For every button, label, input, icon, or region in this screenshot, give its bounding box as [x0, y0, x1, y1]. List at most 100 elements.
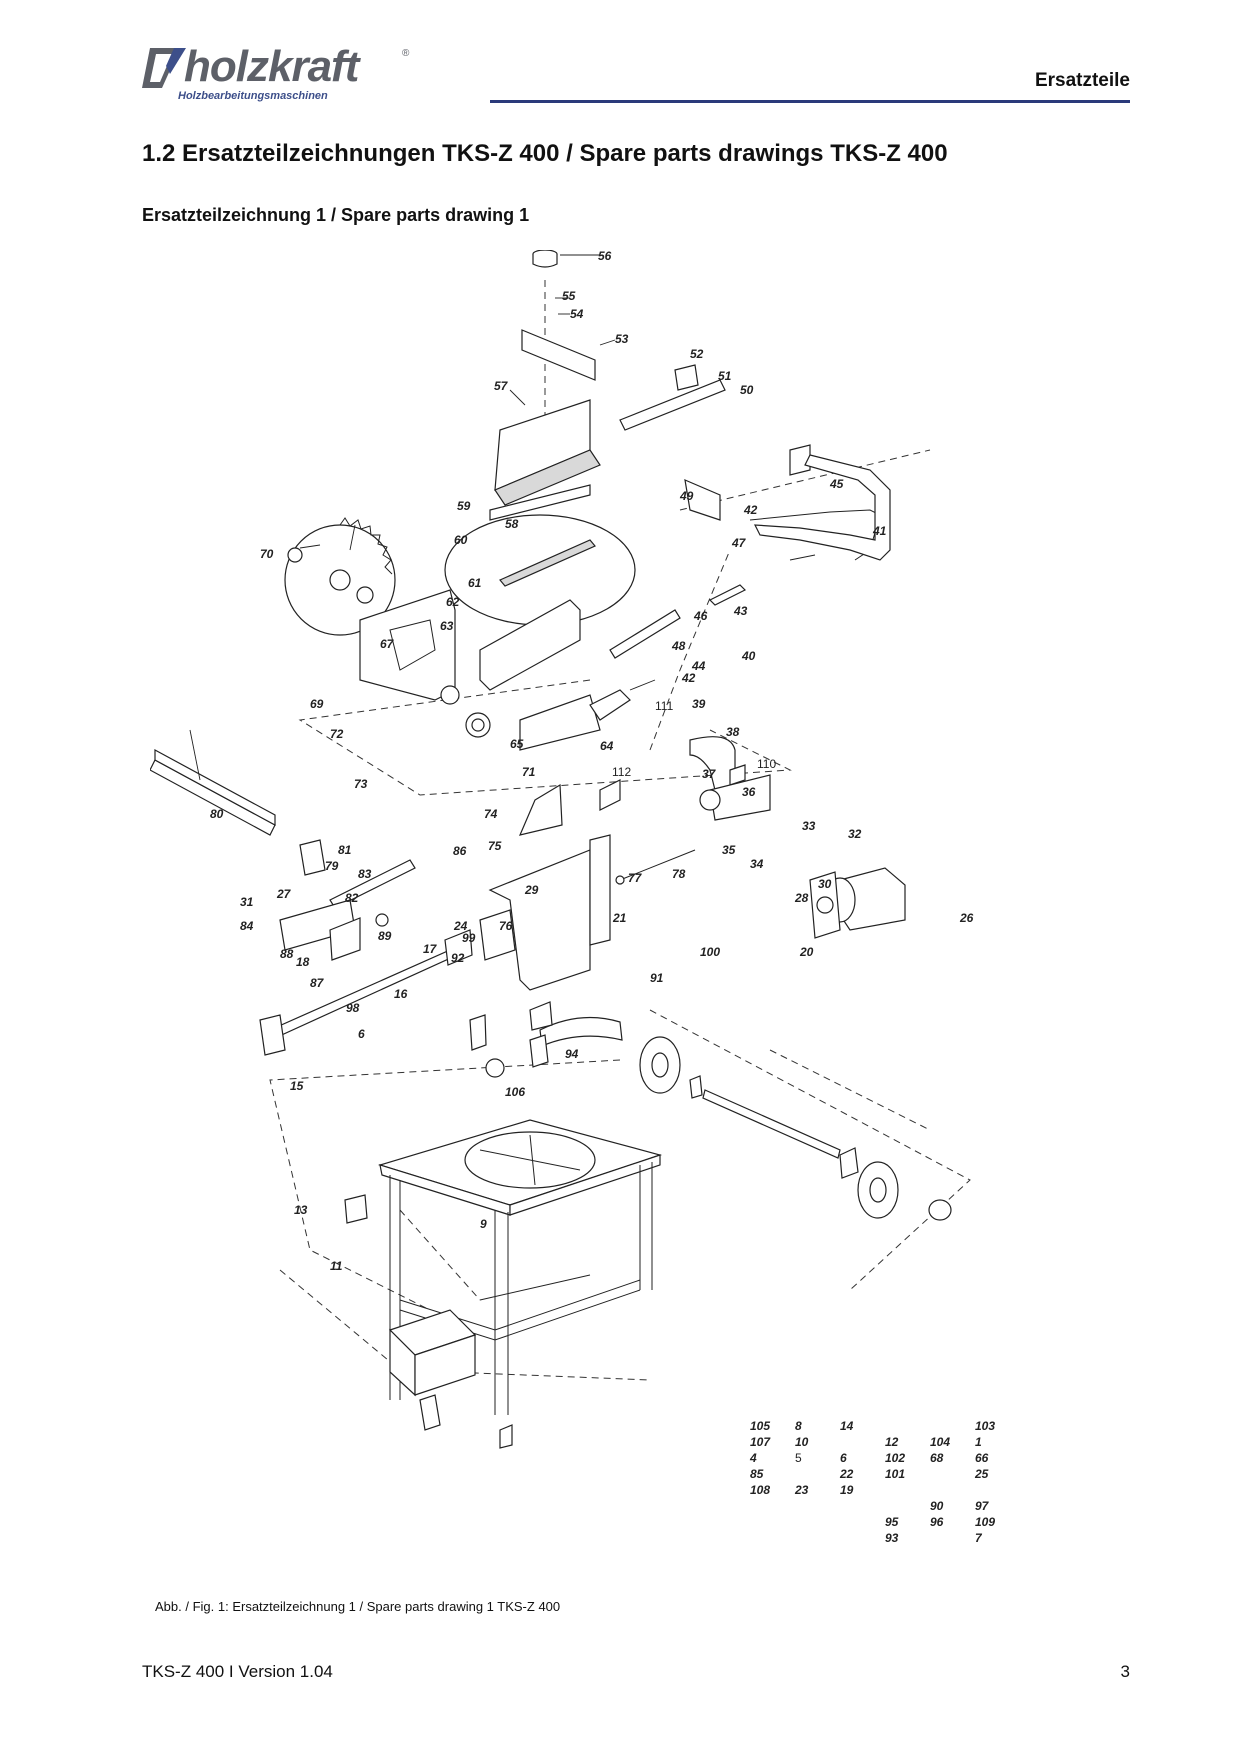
part-label: 70: [260, 547, 274, 561]
part-label: 92: [451, 951, 465, 965]
page-number: 3: [1120, 1662, 1130, 1681]
part-label: 108: [750, 1483, 770, 1497]
footer-document: TKS-Z 400 I Version 1.04: [142, 1662, 333, 1681]
part-label: 67: [380, 637, 395, 651]
part-label: 6: [840, 1451, 847, 1465]
part-label: 80: [210, 807, 224, 821]
part-label: 9: [480, 1217, 487, 1231]
part-label: 65: [510, 737, 524, 751]
part-label: 25: [974, 1467, 989, 1481]
part-label: 13: [294, 1203, 308, 1217]
part-label: 1: [975, 1435, 982, 1449]
part-label: 109: [975, 1515, 995, 1529]
part-label: 58: [505, 517, 519, 531]
part-label: 59: [457, 499, 471, 513]
part-label: 52: [690, 347, 704, 361]
part-label: 19: [840, 1483, 854, 1497]
part-label: 53: [615, 332, 629, 346]
part-label: 93: [885, 1531, 899, 1545]
part-label: 47: [731, 536, 747, 550]
part-label: 17: [423, 942, 438, 956]
holzkraft-logo-icon: [142, 48, 186, 88]
part-label: 72: [330, 727, 344, 741]
part-label: 74: [484, 807, 498, 821]
part-label: 57: [494, 379, 509, 393]
part-label: 63: [440, 619, 454, 633]
part-label: 24: [453, 919, 468, 933]
part-label: 96: [930, 1515, 944, 1529]
part-label: 97: [975, 1499, 990, 1513]
part-label: 39: [692, 697, 706, 711]
part-label: 44: [691, 659, 706, 673]
drawing-title: Ersatzteilzeichnung 1 / Spare parts draw…: [142, 205, 530, 225]
part-label: 6: [358, 1027, 365, 1041]
part-label: 88: [280, 947, 294, 961]
part-label: 71: [522, 765, 536, 779]
part-label: 43: [733, 604, 748, 618]
part-label: 22: [839, 1467, 854, 1481]
part-label: 30: [818, 877, 832, 891]
part-label: 27: [276, 887, 292, 901]
part-label: 75: [488, 839, 502, 853]
part-label: 33: [802, 819, 816, 833]
brand-name: holzkraft: [184, 42, 359, 91]
part-label: 79: [325, 859, 339, 873]
part-label: 26: [959, 911, 974, 925]
part-label: 12: [885, 1435, 899, 1449]
part-label: 61: [468, 576, 482, 590]
brand-logo: holzkraft ® Holzbearbeitungsmaschinen: [140, 42, 420, 106]
part-label: 62: [446, 595, 460, 609]
part-label: 111: [655, 699, 674, 713]
part-label: 91: [650, 971, 664, 985]
part-label: 86: [453, 844, 467, 858]
figure-caption: Abb. / Fig. 1: Ersatzteilzeichnung 1 / S…: [155, 1599, 561, 1614]
part-label: 38: [726, 725, 740, 739]
part-label: 7: [975, 1531, 983, 1545]
part-label: 84: [240, 919, 254, 933]
part-label: 42: [681, 671, 696, 685]
part-label: 32: [848, 827, 862, 841]
part-label: 98: [346, 1001, 360, 1015]
part-label: 69: [310, 697, 324, 711]
part-label: 46: [693, 609, 708, 623]
part-label: 54: [570, 307, 584, 321]
part-label: 106: [505, 1085, 525, 1099]
part-label: 95: [885, 1515, 899, 1529]
part-label: 64: [600, 739, 614, 753]
part-label: 105: [750, 1419, 770, 1433]
part-label: 78: [672, 867, 686, 881]
header-divider: [490, 100, 1130, 103]
page-title: 1.2 Ersatzteilzeichnungen TKS-Z 400 / Sp…: [142, 140, 948, 167]
part-label: 104: [930, 1435, 950, 1449]
part-label: 36: [742, 785, 756, 799]
part-label: 31: [240, 895, 254, 909]
brand-tagline: Holzbearbeitungsmaschinen: [178, 90, 328, 102]
part-label: 50: [740, 383, 754, 397]
part-label: 55: [562, 289, 576, 303]
part-label: 83: [358, 867, 372, 881]
part-label: 102: [885, 1451, 905, 1465]
part-label: 94: [565, 1047, 579, 1061]
part-label: 76: [499, 919, 513, 933]
part-label: 41: [872, 524, 887, 538]
part-label: 49: [679, 489, 694, 503]
part-label: 15: [290, 1079, 304, 1093]
registered-mark: ®: [402, 48, 410, 59]
parts-drawing-svg: 56 55 54 53 52 51 50 57 49 42 45 41 59 5…: [150, 250, 995, 1545]
part-label: 90: [930, 1499, 944, 1513]
part-label: 56: [598, 250, 612, 263]
part-label: 100: [700, 945, 720, 959]
part-label: 60: [454, 533, 468, 547]
part-label: 81: [338, 843, 352, 857]
part-label: 14: [840, 1419, 854, 1433]
part-label: 16: [394, 987, 408, 1001]
part-label: 107: [750, 1435, 771, 1449]
part-label: 28: [794, 891, 809, 905]
part-label: 11: [330, 1259, 343, 1273]
part-label: 99: [462, 931, 476, 945]
part-label: 85: [750, 1467, 764, 1481]
part-label: 40: [741, 649, 756, 663]
part-label: 73: [354, 777, 368, 791]
part-label: 87: [310, 976, 325, 990]
exploded-parts-drawing: 56 55 54 53 52 51 50 57 49 42 45 41 59 5…: [150, 250, 1090, 1580]
